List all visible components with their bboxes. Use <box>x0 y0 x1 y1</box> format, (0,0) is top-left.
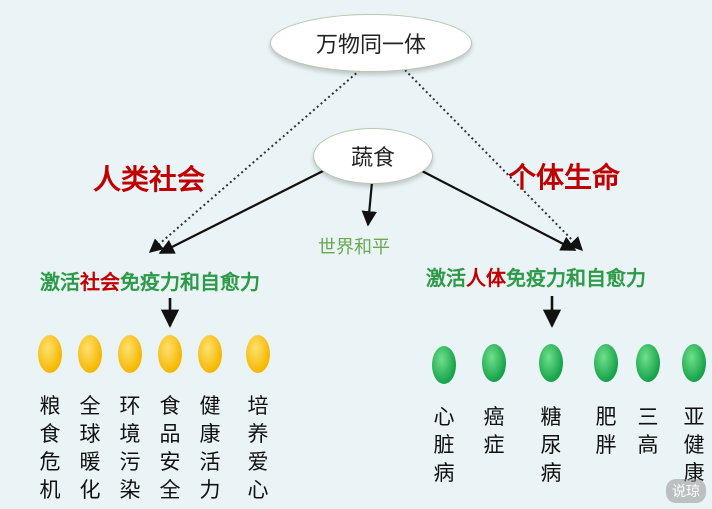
arrow-to-left-branch <box>158 169 326 254</box>
right-item: 三高 <box>637 405 659 457</box>
left-item: 粮食危机 <box>39 394 61 502</box>
center-label: 世界和平 <box>318 237 390 258</box>
right-item: 心脏病 <box>433 405 455 485</box>
right-title: 个体生命 <box>508 161 621 194</box>
left-branch-label: 激活社会免疫力和自愈力 <box>40 266 260 295</box>
left-item: 环境污染 <box>119 394 141 502</box>
left-branch-part3: 免疫力和自愈力 <box>120 270 260 294</box>
dotted-link-right <box>404 69 583 251</box>
left-item: 食品安全 <box>159 394 181 502</box>
right-item: 肥胖 <box>595 405 617 457</box>
left-item-marker <box>198 335 222 373</box>
left-item-marker <box>246 335 270 373</box>
left-item: 全球暖化 <box>79 394 101 502</box>
left-item-marker <box>38 335 62 373</box>
right-item-marker <box>682 344 706 382</box>
watermark: 说琼 <box>666 479 706 503</box>
right-branch-part1: 激活 <box>426 266 466 290</box>
right-branch-part3: 免疫力和自愈力 <box>506 266 646 290</box>
left-branch-part1: 激活 <box>40 270 80 294</box>
left-title: 人类社会 <box>93 163 206 196</box>
arrow-to-right-branch <box>419 169 577 251</box>
right-item-marker <box>636 344 660 382</box>
right-item-marker <box>539 344 563 382</box>
dotted-link-left <box>148 69 361 253</box>
arrow-to-center-label <box>361 181 377 227</box>
center-node: 蔬食 <box>313 128 433 184</box>
right-item-marker <box>432 346 456 384</box>
left-item: 培养爱心 <box>247 394 269 502</box>
right-branch-label: 激活人体免疫力和自愈力 <box>426 262 646 291</box>
top-node: 万物同一体 <box>270 14 472 72</box>
right-item: 亚健康 <box>683 405 705 485</box>
left-branch-part2: 社会 <box>80 270 120 294</box>
left-item-marker <box>118 335 142 373</box>
right-item: 癌症 <box>483 405 505 457</box>
right-item: 糖尿病 <box>540 405 562 485</box>
left-item-marker <box>78 335 102 373</box>
right-item-marker <box>594 344 618 382</box>
left-item-marker <box>158 335 182 373</box>
right-branch-part2: 人体 <box>466 266 506 290</box>
right-item-marker <box>482 344 506 382</box>
left-item: 健康活力 <box>199 394 221 502</box>
